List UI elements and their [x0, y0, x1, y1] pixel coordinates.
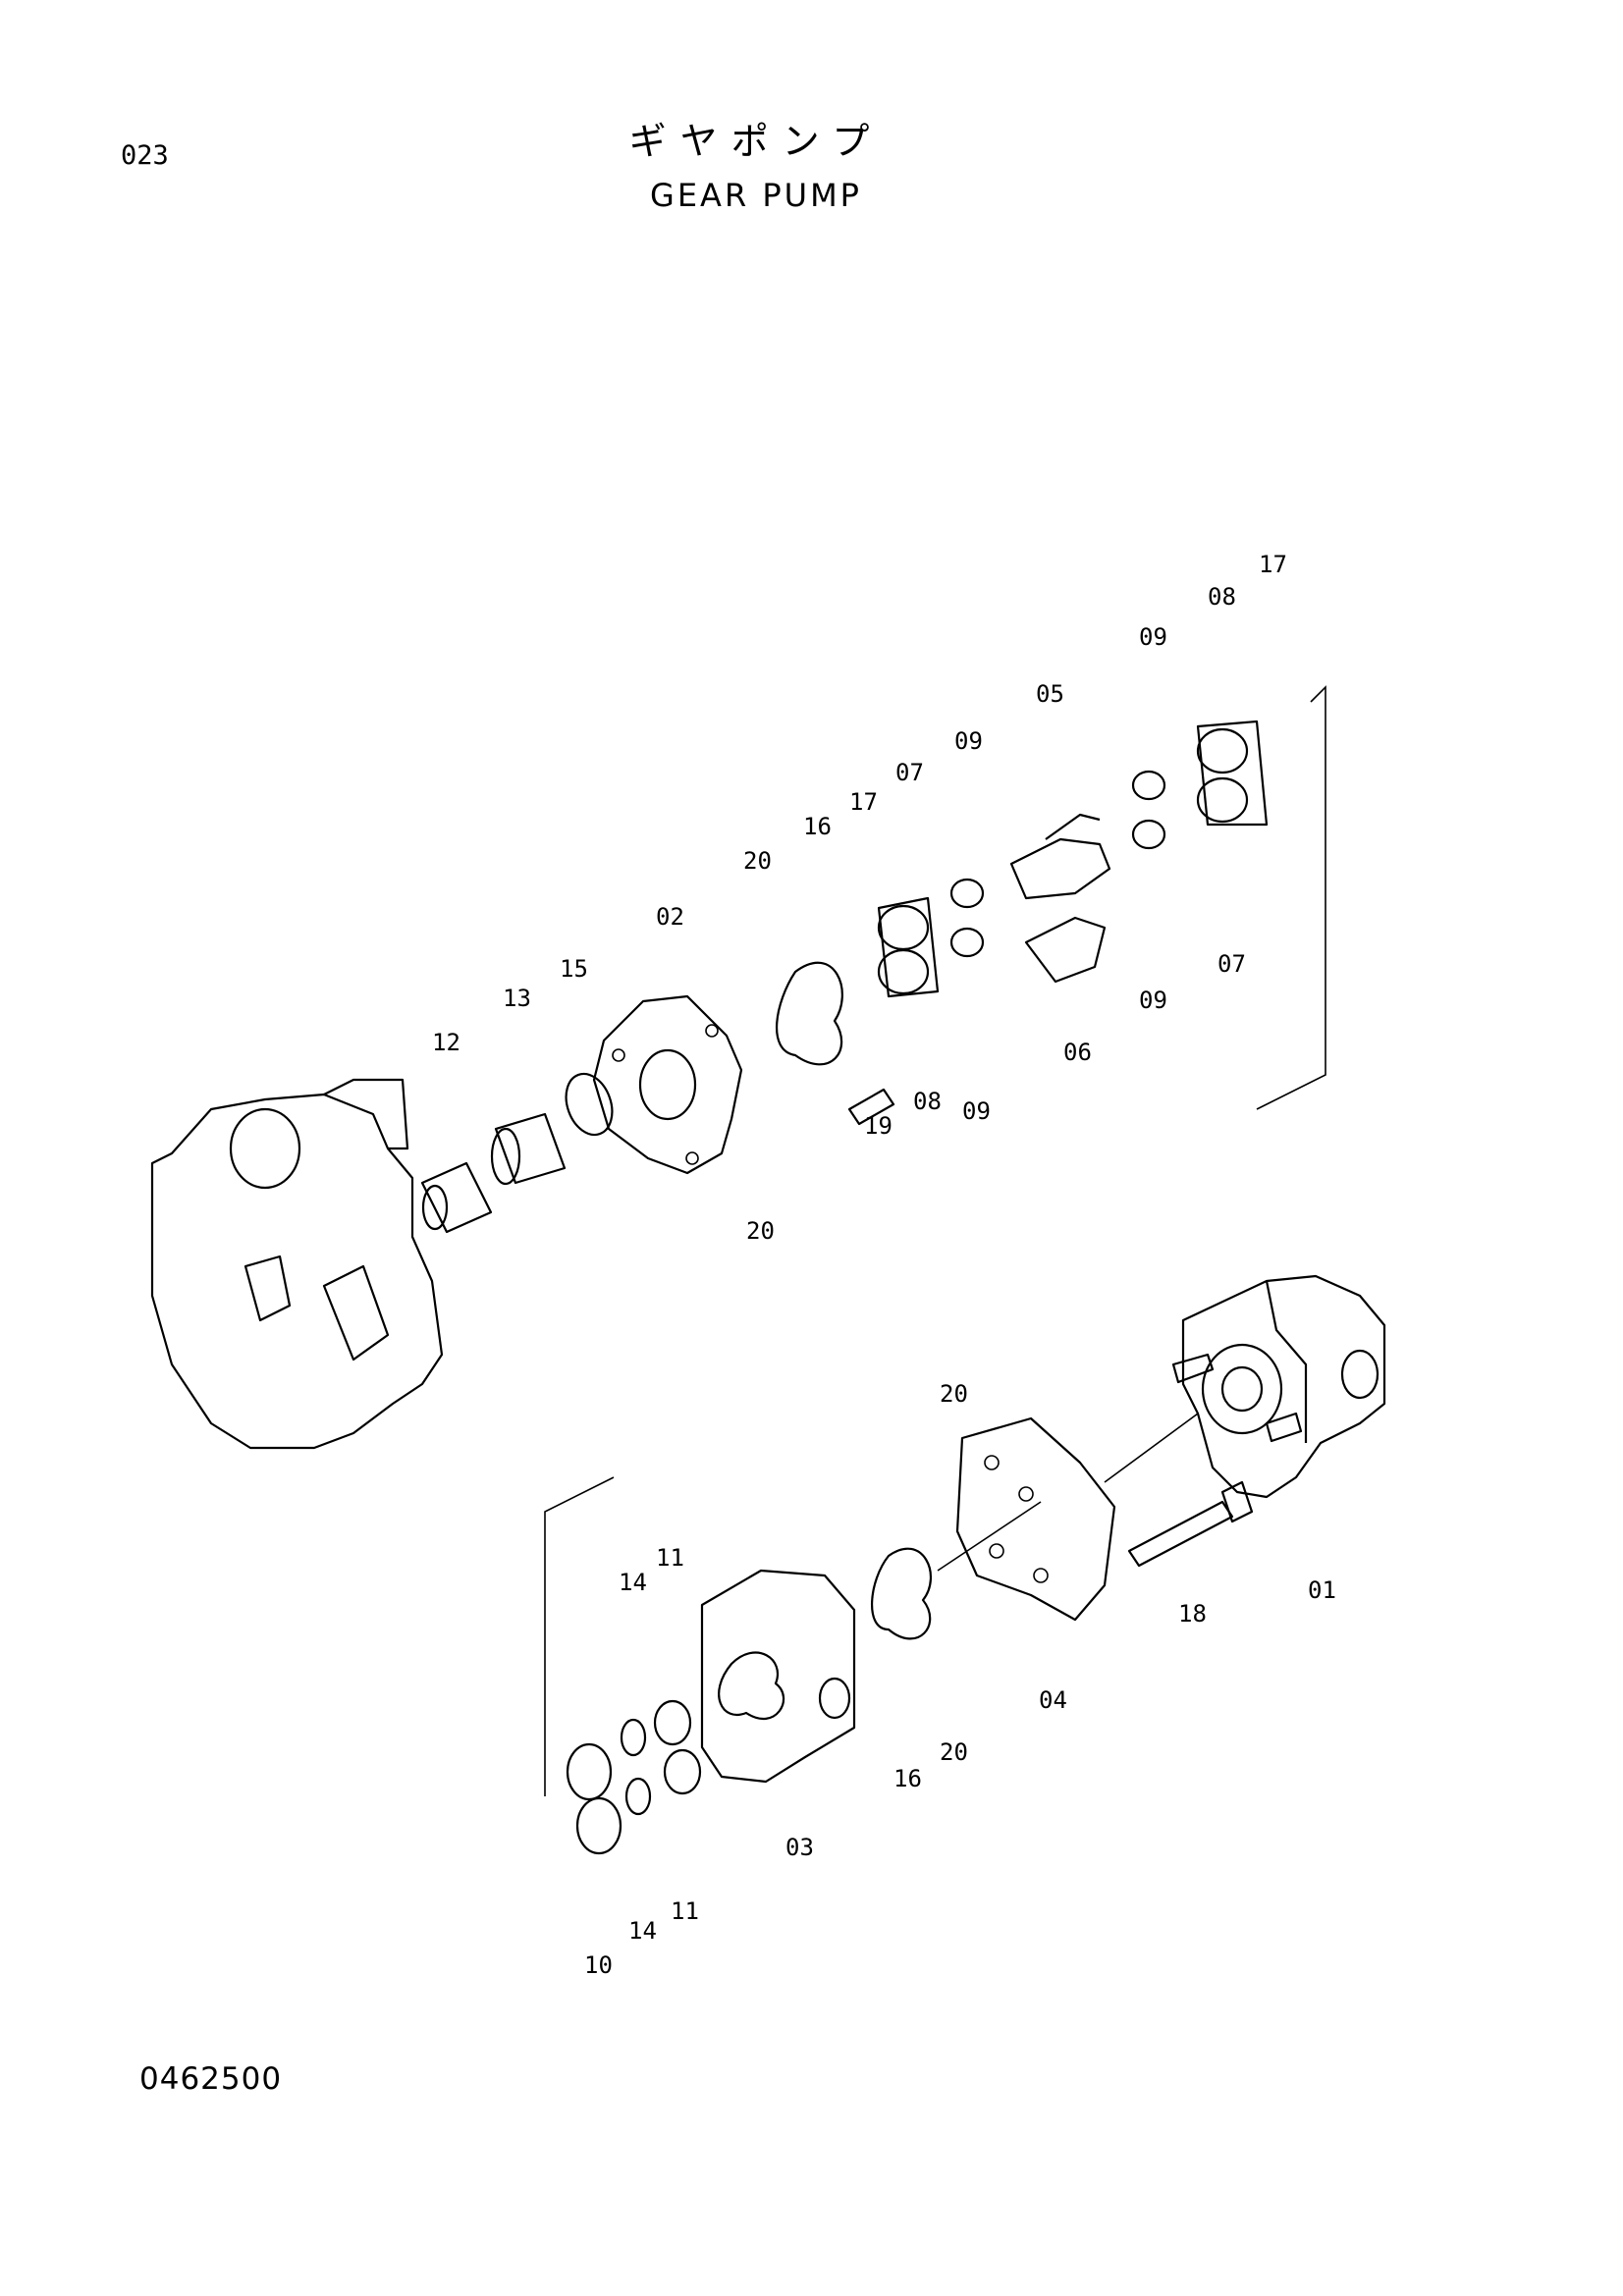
- part-screw-19: [847, 1088, 895, 1126]
- callout-20-bottom: 20: [940, 1738, 968, 1766]
- callout-09-b: 09: [962, 1097, 991, 1125]
- callout-19: 19: [864, 1112, 893, 1140]
- callout-09-c: 09: [1139, 623, 1167, 651]
- part-bearing-07-08-upper: [877, 896, 940, 998]
- part-seal-16-upper: [775, 961, 843, 1066]
- callout-11-upper: 11: [656, 1544, 684, 1572]
- callout-06: 06: [1063, 1039, 1092, 1066]
- part-cover-04: [955, 1416, 1116, 1622]
- part-seals-10-11-14: [566, 1699, 702, 1855]
- callout-01: 01: [1308, 1576, 1336, 1604]
- callout-12: 12: [432, 1029, 460, 1056]
- part-bearing-07-08-right: [1196, 720, 1269, 827]
- callout-14-lower: 14: [628, 1917, 657, 1945]
- part-bushing-12: [420, 1161, 493, 1234]
- drawing-code: 0462500: [139, 2061, 283, 2097]
- part-body-03: [700, 1569, 856, 1784]
- callout-09-a: 09: [954, 727, 983, 755]
- callout-20-top: 20: [743, 847, 772, 875]
- callout-13: 13: [503, 985, 531, 1012]
- part-oring-15: [565, 1072, 614, 1137]
- callout-10: 10: [584, 1951, 613, 1979]
- part-main-housing: [150, 1078, 444, 1450]
- callout-18: 18: [1178, 1600, 1207, 1628]
- callout-08-lower: 08: [913, 1088, 942, 1115]
- callout-07-upper: 07: [895, 759, 924, 786]
- part-flange-02: [592, 994, 743, 1175]
- part-bolt-18: [1127, 1480, 1254, 1568]
- callout-17-left: 17: [849, 788, 878, 816]
- part-bushings-09: [949, 770, 1166, 958]
- callout-16-lower: 16: [893, 1765, 922, 1792]
- callout-04: 04: [1039, 1686, 1067, 1714]
- part-pump-assembly: [1171, 1274, 1386, 1499]
- callout-17-right: 17: [1259, 551, 1287, 578]
- page-code: 023: [121, 140, 169, 171]
- callout-05: 05: [1036, 680, 1064, 708]
- callout-20-middle: 20: [940, 1380, 968, 1408]
- callout-16-upper: 16: [803, 813, 832, 840]
- part-gear-06: [1024, 916, 1107, 984]
- callout-09-d: 09: [1139, 987, 1167, 1014]
- leader-lines: [544, 685, 1326, 1796]
- callout-14-upper: 14: [619, 1569, 647, 1596]
- part-bushing-13: [490, 1112, 567, 1186]
- callout-11-lower: 11: [671, 1897, 699, 1925]
- callout-03: 03: [785, 1834, 814, 1861]
- callout-20-left: 20: [746, 1217, 775, 1245]
- callout-02: 02: [656, 903, 684, 931]
- part-gear-05: [1009, 813, 1111, 900]
- callout-08-right: 08: [1208, 583, 1236, 611]
- callout-15: 15: [560, 955, 588, 983]
- callout-07-right: 07: [1217, 950, 1246, 978]
- callout-labels: 01 02 03 04 05 06 07 07 08 08 09 09 09 0…: [432, 551, 1336, 1979]
- title-english: GEAR PUMP: [650, 177, 862, 214]
- title-japanese: ギヤポンプ: [628, 120, 884, 163]
- part-seal-16-lower: [870, 1547, 932, 1640]
